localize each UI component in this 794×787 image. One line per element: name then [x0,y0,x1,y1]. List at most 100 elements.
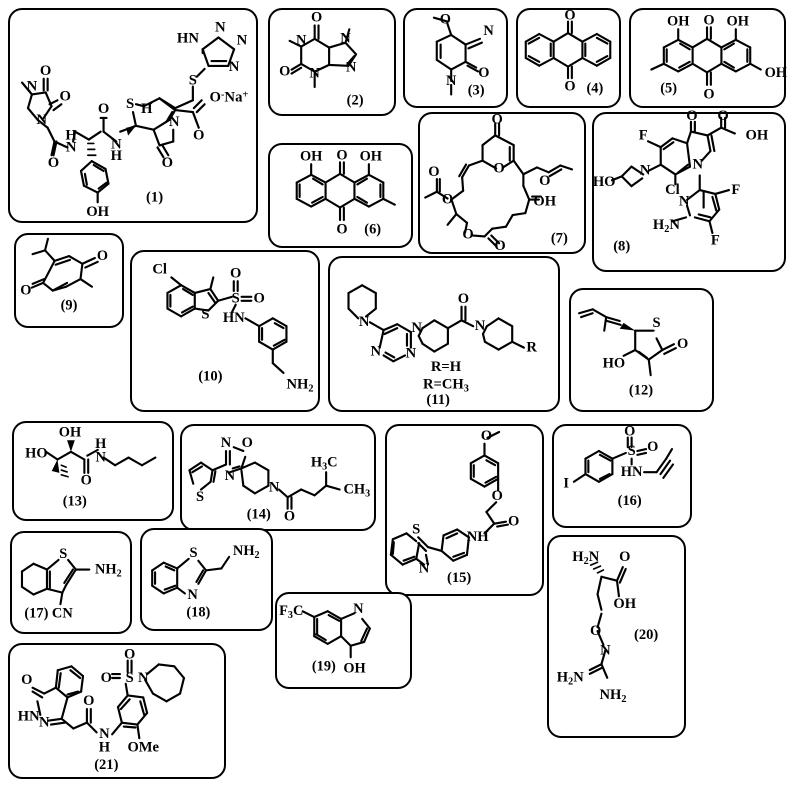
panel-label-20: (20) [634,627,658,643]
structure-panel-20: H2N O OH O N H2N NH2 (20) [547,535,686,738]
atom-O: O [98,101,109,117]
atom-O: O [40,63,51,79]
atom-S: S [59,546,67,562]
atom-N: N [411,320,422,336]
atom-O: O [717,108,728,124]
atom-NH2: NH2 [286,377,313,395]
atom-HN: HN [177,30,199,46]
atom-F: F [731,182,740,198]
structure-panel-14: S N O N N O H3C CH3 (14) [180,424,376,531]
atom-OH: OH [613,596,636,612]
structure-panel-19: F3C N OH (19) [275,592,412,689]
atom-N: N [692,157,703,173]
structure-panel-3: O N O N (3) [403,8,508,108]
atom-O: O [242,435,253,451]
panel-label-6: (6) [364,221,381,237]
panel-label-16: (16) [618,493,642,509]
structure-panel-13: OH HO H N O (13) [12,421,174,521]
atom-N: N [187,587,198,603]
atom-N: N [296,33,307,49]
panel-label-8: (8) [613,239,630,255]
panel-label-13: (13) [63,494,87,510]
atom-CN: CN [52,606,73,622]
structure-panel-6: OH O OH O (6) [268,143,413,248]
atom-N: N [66,139,77,155]
atom-OH: OH [667,13,689,29]
atom-O: O [336,147,347,163]
panel-label-3: (3) [468,82,485,98]
atom-O: O [162,155,173,171]
panel-label-15: (15) [447,570,471,586]
atom-N: N [600,642,611,658]
atom-S: S [196,489,204,505]
wedge-bond [619,322,636,331]
atom-N: N [359,314,370,330]
panel-label-12: (12) [629,383,653,399]
panel-label-11: (11) [426,392,450,408]
atom-F: F [639,127,648,143]
atom-O: O [677,336,688,352]
atom-N: N [99,726,110,742]
hash-amine [589,561,605,574]
atom-F: F [711,233,720,249]
atom-O: O [336,221,347,237]
atom-H: H [99,740,111,756]
atom-N: N [475,318,486,334]
atom-O: O [101,670,112,686]
atom-OH: OH [343,661,365,677]
panel-label-17: (17) [24,606,48,622]
atom-O: O [703,86,714,102]
atom-OH: OH [746,127,769,143]
atom-N: N [640,162,651,178]
atom-H: H [111,148,123,164]
atom-Cl: Cl [665,182,680,198]
atom-HN: HN [621,464,643,480]
atom-Cl: Cl [152,261,167,277]
structure-panel-4: O O (4) [516,8,621,108]
panel-label-18: (18) [186,605,210,621]
atom-N: N [679,194,690,210]
atom-O: O [624,424,635,440]
atom-O: O [491,488,502,504]
atom-O: O [494,238,505,254]
atom-N: N [169,114,180,130]
atom-O: O [462,226,473,242]
atom-O: O [619,549,630,565]
atom-NH2: NH2 [233,543,260,561]
atom-N: N [419,560,430,576]
atom-S: S [628,443,636,459]
atom-NH2: NH2 [95,561,122,579]
atom-O: O [230,265,241,281]
atom-O: O [564,79,575,95]
atom-O: O [193,128,204,144]
atom-O: O [703,12,714,28]
atom-O: O [284,508,295,524]
atom-O: O [458,291,469,307]
panel-label-5: (5) [660,81,677,97]
atom-N: N [138,670,149,686]
atom-O: O [48,155,59,171]
atom-N: N [406,345,417,361]
structure-panel-18: S N NH2 (18) [140,528,273,631]
panel-label-7: (7) [551,230,568,246]
atom-H: H [65,128,77,144]
atom-H2N: H2N [572,549,599,567]
hash-methyl [60,464,69,478]
atom-O: O [60,88,71,104]
atom-HN: HN [18,709,40,725]
atom-H2N: H2N [653,217,680,235]
atom-I: I [563,476,569,492]
atom-H2N: H2N [557,670,584,688]
atom-O: O [686,108,697,124]
atom-S: S [189,73,197,89]
atom-N: N [483,23,494,39]
wedge-methyl [51,459,60,473]
atom-O: O [97,248,108,264]
atom-O: O [647,439,658,455]
atom-O: O [81,472,92,488]
atom-OH: OH [533,193,556,209]
panel-label-9: (9) [61,298,78,314]
atom-N: N [229,59,240,75]
structure-panel-10: Cl S O S O HN NH2 (10) [130,250,320,412]
atom-O: O [481,428,492,444]
